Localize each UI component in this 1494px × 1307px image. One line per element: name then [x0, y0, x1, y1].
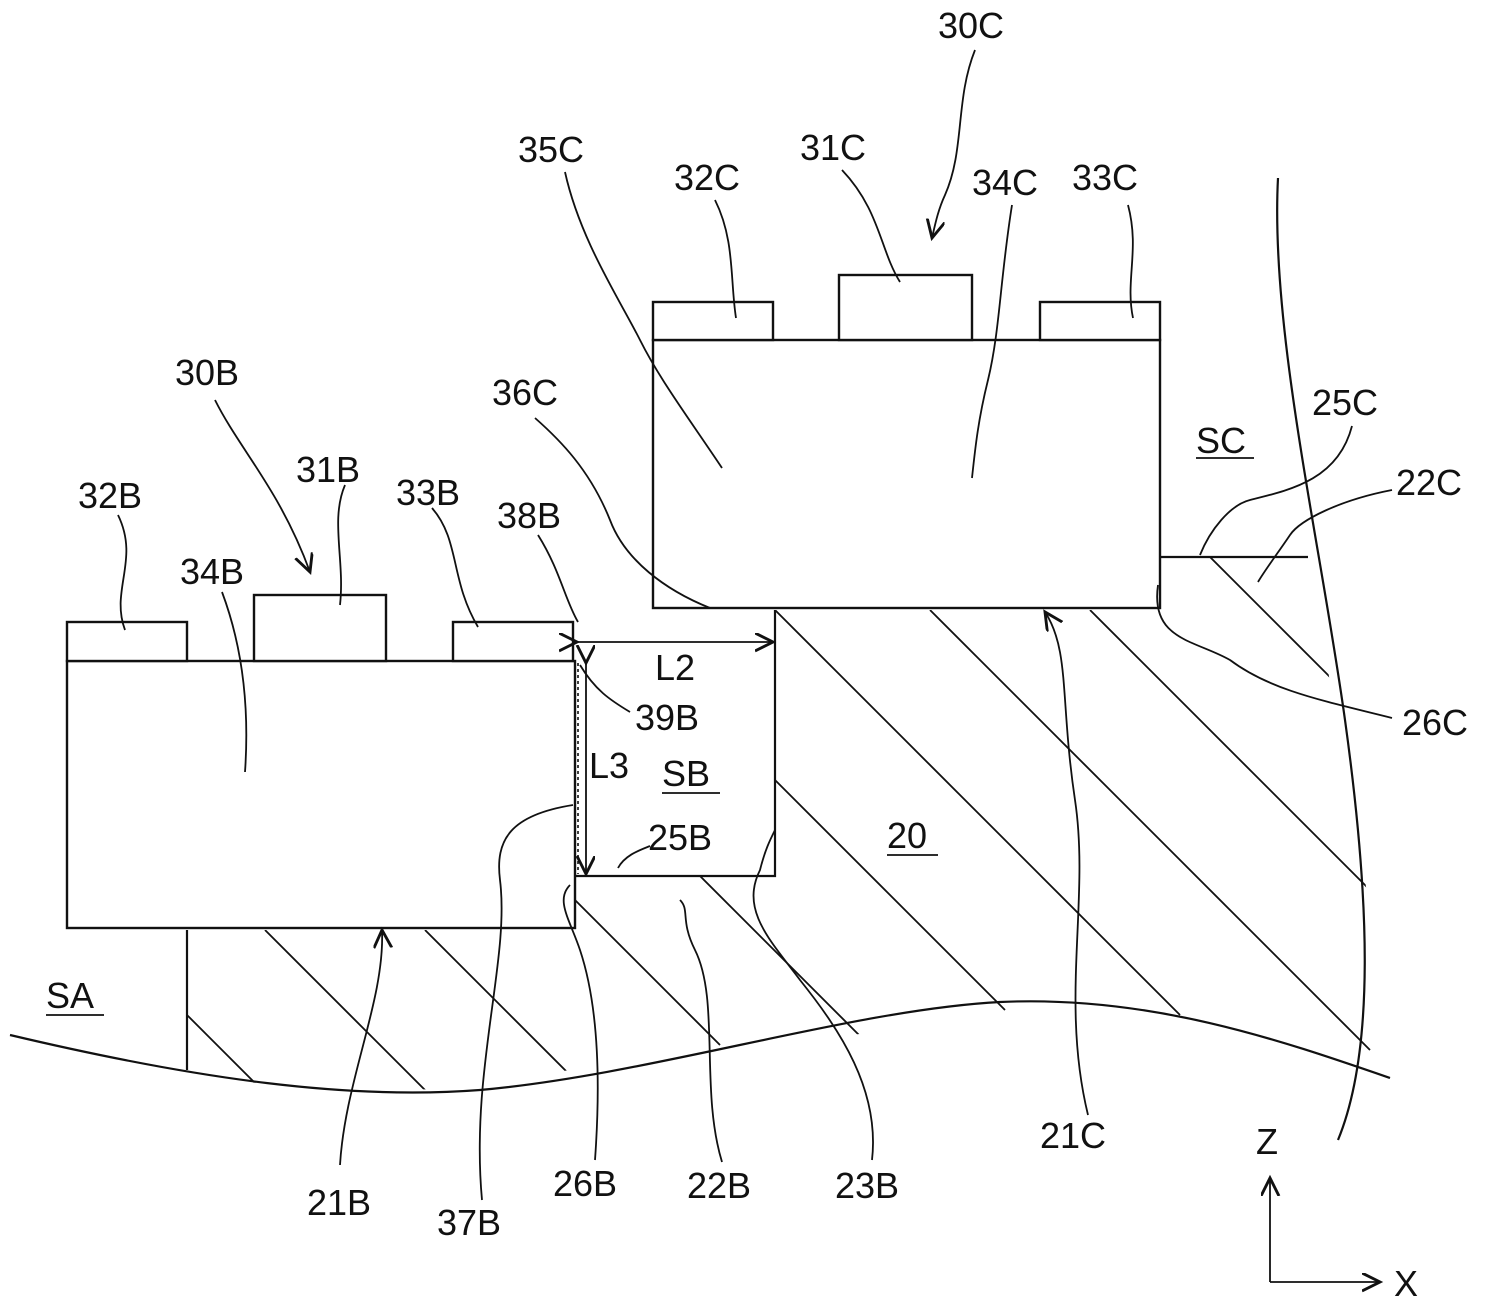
substrate-outline	[9, 177, 1391, 1141]
label-SB: SB	[662, 753, 710, 794]
label-33C: 33C	[1072, 157, 1138, 198]
label-34B: 34B	[180, 551, 244, 592]
label-20: 20	[887, 815, 927, 856]
label-33B: 33B	[396, 472, 460, 513]
label-22C: 22C	[1396, 462, 1462, 503]
chip-30B	[65, 593, 577, 930]
axis-indicator	[1270, 1178, 1380, 1282]
axis-label-z: Z	[1256, 1121, 1278, 1162]
electrode-33B	[451, 620, 575, 663]
region-underlines	[46, 457, 1254, 1016]
label-22B: 22B	[687, 1165, 751, 1206]
label-39B: 39B	[635, 697, 699, 738]
label-32C: 32C	[674, 157, 740, 198]
label-34C: 34C	[972, 162, 1038, 203]
chip-body-34B	[65, 659, 577, 930]
chip-30C	[651, 273, 1162, 610]
label-31B: 31B	[296, 449, 360, 490]
substrate-hatch	[187, 557, 1400, 1090]
label-37B: 37B	[437, 1202, 501, 1243]
electrode-33C	[1038, 300, 1162, 342]
axis-label-x: X	[1394, 1263, 1418, 1304]
label-L2: L2	[655, 647, 695, 688]
wavy-bottom-boundary	[9, 1000, 1391, 1094]
label-31C: 31C	[800, 127, 866, 168]
label-21C: 21C	[1040, 1115, 1106, 1156]
label-30B: 30B	[175, 352, 239, 393]
wavy-right-boundary	[1276, 177, 1366, 1141]
label-25B: 25B	[648, 817, 712, 858]
label-36C: 36C	[492, 372, 558, 413]
dimension-L3	[578, 663, 586, 874]
reference-labels: 30C 35C 32C 31C 34C 33C 30B 36C 25C SC 2…	[46, 5, 1468, 1304]
label-30C: 30C	[938, 5, 1004, 46]
leader-lines	[117, 49, 1393, 1201]
electrode-32B	[65, 620, 189, 663]
label-38B: 38B	[497, 495, 561, 536]
electrode-32C	[651, 300, 775, 342]
label-23B: 23B	[835, 1165, 899, 1206]
electrode-31C	[837, 273, 974, 342]
label-L3: L3	[589, 745, 629, 786]
label-SC: SC	[1196, 420, 1246, 461]
label-32B: 32B	[78, 475, 142, 516]
chip-body-34C	[651, 338, 1162, 610]
electrode-31B	[252, 593, 388, 663]
label-26C: 26C	[1402, 702, 1468, 743]
label-26B: 26B	[553, 1163, 617, 1204]
label-35C: 35C	[518, 129, 584, 170]
label-25C: 25C	[1312, 382, 1378, 423]
label-SA: SA	[46, 975, 94, 1016]
label-21B: 21B	[307, 1182, 371, 1223]
